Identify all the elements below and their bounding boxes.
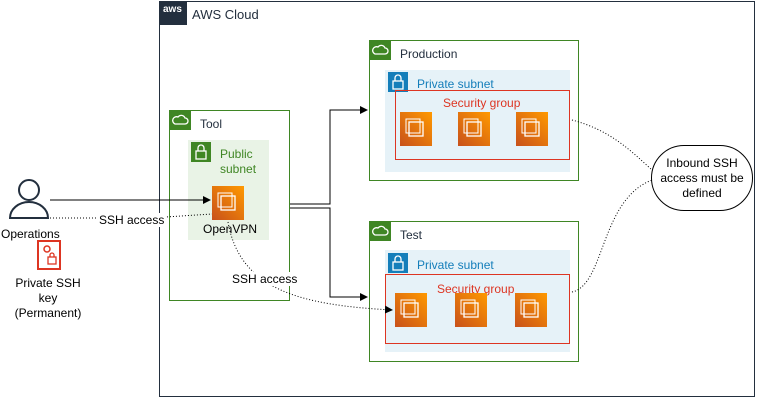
ec2-instance-icon: [395, 293, 427, 327]
note-line1: Inbound SSH: [666, 155, 738, 170]
operations-label: Operations: [1, 227, 60, 241]
ec2-instance-icon: [400, 112, 432, 146]
production-subnet-title: Private subnet: [417, 77, 494, 91]
note-line3: defined: [682, 185, 722, 200]
aws-logo-text: aws: [163, 4, 182, 15]
edge-openvpn-test-ssh: [227, 221, 393, 314]
cloud-icon: [369, 40, 391, 60]
cloud-icon: [169, 110, 191, 130]
edge-tool-to-vpcs-a: [290, 106, 368, 205]
ssh-access-label-1: SSH access: [97, 213, 167, 227]
production-sg-title: Security group: [443, 96, 521, 110]
test-subnet-title: Private subnet: [417, 258, 494, 272]
test-sg-title: Security group: [437, 282, 515, 296]
ec2-instance-icon: [515, 293, 547, 327]
ec2-instance-icon: [516, 112, 548, 146]
cloud-icon: [369, 221, 391, 241]
aws-cloud-group: [159, 1, 755, 397]
edge-test-sg-note: [571, 179, 653, 293]
ssh-key-label: Private SSH key (Permanent): [8, 276, 88, 321]
lock-icon: [388, 253, 408, 273]
lock-icon: [388, 72, 408, 92]
ssh-key-label-line2: (Permanent): [14, 306, 82, 320]
key-icon: [37, 240, 61, 273]
lock-icon: [191, 142, 211, 162]
test-title: Test: [400, 228, 423, 242]
inbound-ssh-note: Inbound SSH access must be defined: [651, 145, 753, 211]
tool-title: Tool: [200, 117, 223, 131]
user-icon: [8, 178, 50, 223]
tool-subnet-title: Public subnet: [220, 147, 256, 177]
ec2-instance-icon: [212, 186, 244, 220]
ec2-instance-icon: [458, 112, 490, 146]
production-security-group: [395, 90, 570, 160]
production-title: Production: [400, 47, 458, 61]
openvpn-label: OpenVPN: [203, 222, 258, 236]
aws-logo-icon: aws: [159, 1, 187, 25]
edge-prod-sg-note: [571, 119, 653, 171]
note-line2: access must be: [660, 170, 744, 185]
ec2-instance-icon: [455, 293, 487, 327]
ssh-access-label-2: SSH access: [230, 272, 300, 286]
tool-subnet-title-line1: Public: [220, 147, 253, 161]
ssh-key-label-line1: Private SSH key: [15, 276, 81, 305]
edge-tool-to-vpcs-b: [290, 207, 368, 301]
aws-cloud-title: AWS Cloud: [192, 7, 259, 22]
tool-subnet-title-line2: subnet: [220, 162, 257, 176]
